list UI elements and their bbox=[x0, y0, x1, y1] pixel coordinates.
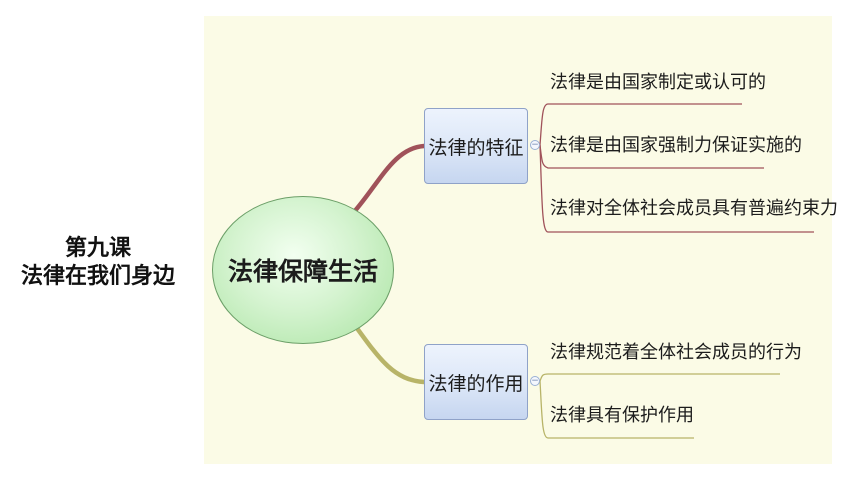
leaf-node[interactable]: 法律具有保护作用 bbox=[550, 405, 694, 426]
leaf-line-4 bbox=[539, 373, 780, 382]
branch-2-leaf-lines bbox=[539, 373, 780, 439]
leaf-node[interactable]: 法律对全体社会成员具有普遍约束力 bbox=[550, 198, 838, 219]
branch-node-functions[interactable]: 法律的作用 bbox=[424, 344, 528, 420]
leaf-node[interactable]: 法律是由国家制定或认可的 bbox=[550, 72, 766, 93]
leaf-line-1 bbox=[539, 103, 742, 146]
leaf-node[interactable]: 法律是由国家强制力保证实施的 bbox=[550, 135, 802, 156]
mind-map-connectors bbox=[351, 103, 814, 439]
branch-node-features[interactable]: 法律的特征 bbox=[424, 108, 528, 184]
leaf-line-3 bbox=[539, 144, 814, 233]
collapse-toggle-icon[interactable]: − bbox=[530, 139, 540, 150]
branch-label: 法律的特征 bbox=[428, 136, 524, 159]
branch-1-leaf-lines bbox=[539, 103, 814, 233]
collapse-toggle-icon[interactable]: − bbox=[530, 375, 540, 386]
mind-map-panel: 法律保障生活 法律的特征 − 法律的作用 − 法律是由国家制定或认可的 法律是由… bbox=[204, 16, 838, 464]
lesson-name: 法律在我们身边 bbox=[20, 263, 175, 289]
branch-label: 法律的作用 bbox=[428, 372, 524, 395]
lesson-title: 第九课 法律在我们身边 bbox=[0, 234, 196, 290]
root-label: 法律保障生活 bbox=[227, 257, 378, 286]
leaf-node[interactable]: 法律规范着全体社会成员的行为 bbox=[550, 342, 802, 363]
connector-root-to-branch-2 bbox=[351, 321, 427, 385]
lesson-number: 第九课 bbox=[64, 235, 131, 261]
root-node[interactable]: 法律保障生活 bbox=[212, 196, 394, 344]
leaf-line-5 bbox=[539, 380, 694, 439]
connector-root-to-branch-1 bbox=[351, 143, 427, 215]
